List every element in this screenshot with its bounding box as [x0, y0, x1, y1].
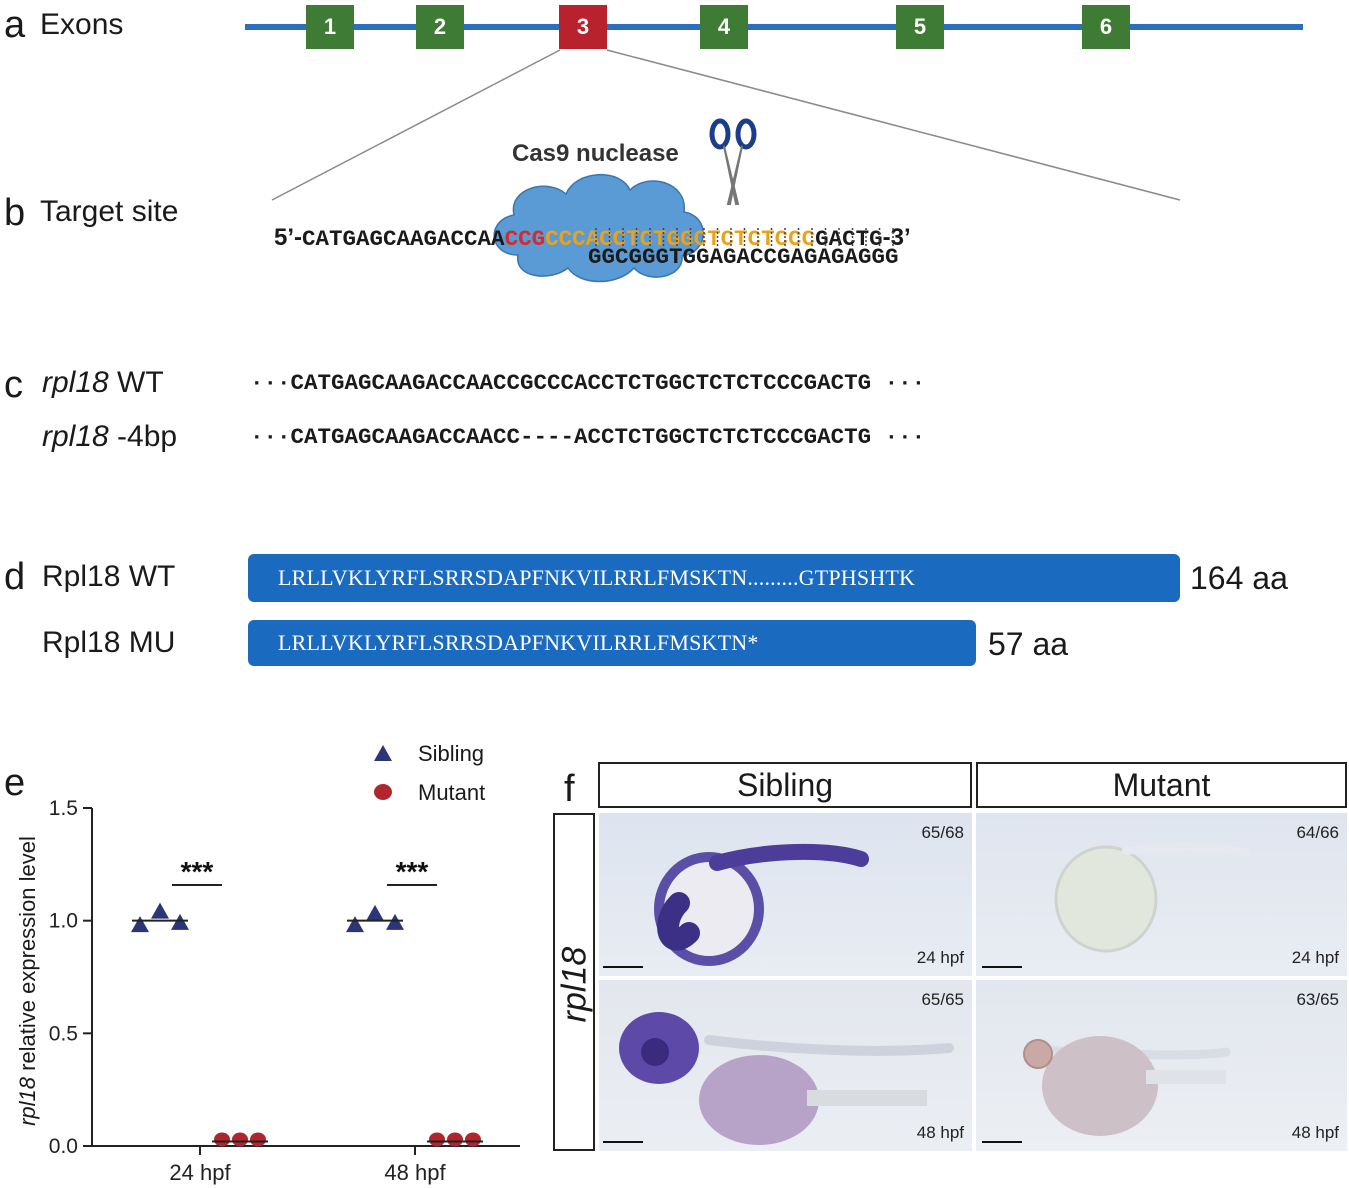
mutant-gene-name: rpl18: [42, 420, 109, 453]
wt-allele: WT: [108, 366, 164, 399]
three-prime: -3’: [882, 224, 911, 251]
exon-2: 2: [416, 5, 464, 49]
panel-f-letter: f: [564, 768, 575, 810]
expression-chart: 0.0 0.5 1.0 1.5 24 hpf 48 hpf *** ***: [49, 797, 520, 1185]
mutant-point: [214, 1132, 230, 1147]
mutant-point: [465, 1132, 481, 1147]
protein-mu-label: Rpl18 MU: [42, 626, 176, 659]
protein-mu-length: 57 aa: [988, 626, 1069, 662]
legend-sibling-marker: [374, 745, 392, 761]
panel-a-title: Exons: [40, 8, 124, 41]
mutant-allele: -4bp: [108, 420, 178, 453]
y-tick-label: 0.0: [49, 1135, 78, 1158]
basepair-ticks: [595, 228, 894, 246]
protein-wt-length: 164 aa: [1190, 560, 1288, 596]
scale-bar: [603, 1141, 643, 1143]
exon-4: 4: [700, 5, 748, 49]
complement-strand: GGCGGGTGGAGACCGAGAGAGGG: [588, 244, 899, 270]
exon-6: 6: [1082, 5, 1130, 49]
embryo-image-mutant-24hpf: 64/66 24 hpf: [976, 813, 1347, 976]
panel-d-letter: d: [4, 556, 26, 598]
seq-target: CCCACCTCTGGCTCTCTCCC: [545, 226, 816, 252]
embryo-image-mutant-48hpf: 63/65 48 hpf: [976, 980, 1347, 1151]
x-tick-label: 48 hpf: [384, 1160, 446, 1185]
target-top-strand: 5’-CATGAGCAAGACCAACCGCCCACCTCTGGCTCTCTCC…: [250, 202, 911, 275]
sibling-point: [171, 913, 189, 930]
exon-5: 5: [896, 5, 944, 49]
scale-bar: [603, 966, 643, 968]
protein-wt-bar: LRLLVKLYRFLSRRSDAPFNKVILRRLFMSKTN.......…: [248, 554, 1180, 602]
image-count: 65/65: [921, 990, 964, 1009]
mutant-point: [429, 1132, 445, 1147]
mutant-allele-label: rpl18 -4bp: [42, 422, 177, 452]
wt-sequence: ···CATGAGCAAGACCAACCGCCCACCTCTGGCTCTCTCC…: [250, 370, 926, 396]
mutant-sequence: ···CATGAGCAAGACCAACC----ACCTCTGGCTCTCTCC…: [250, 424, 926, 450]
panel-b-letter: b: [4, 192, 26, 234]
legend-mutant-marker: [374, 784, 392, 800]
exon-1: 1: [306, 5, 354, 49]
scale-bar: [982, 966, 1022, 968]
legend-mutant-label: Mutant: [418, 780, 486, 805]
seq-pam: CCG: [504, 226, 546, 252]
image-stage: 48 hpf: [916, 1123, 964, 1142]
sibling-point: [131, 916, 149, 933]
column-header-mutant: Mutant: [976, 762, 1347, 808]
panel-b-title: Target site: [40, 195, 179, 228]
sibling-point: [366, 904, 384, 921]
y-tick-label: 1.5: [49, 797, 78, 820]
sibling-point: [386, 913, 404, 930]
row-label: rpl18: [555, 946, 594, 1023]
embryo-image-sibling-24hpf: 65/68 24 hpf: [599, 813, 972, 976]
exon-track: 1 2 3 4 5 6: [0, 0, 1349, 60]
panel-a-letter: a: [4, 4, 26, 46]
y-tick-label: 1.0: [49, 910, 78, 933]
exon-3-target: 3: [559, 5, 607, 49]
significance-stars: ***: [181, 856, 214, 887]
protein-wt-label: Rpl18 WT: [42, 560, 176, 593]
sibling-point: [151, 902, 169, 919]
image-count: 64/66: [1296, 823, 1339, 842]
scale-bar: [982, 1141, 1022, 1143]
image-count: 65/68: [921, 823, 964, 842]
panel-e-letter: e: [4, 762, 26, 804]
mutant-point: [250, 1132, 266, 1147]
column-header-sibling: Sibling: [598, 762, 972, 808]
image-stage: 48 hpf: [1291, 1123, 1339, 1142]
seq-part1: CATGAGCAAGACCAA: [302, 226, 505, 252]
significance-stars: ***: [396, 856, 429, 887]
protein-mu-bar: LRLLVKLYRFLSRRSDAPFNKVILRRLFMSKTN*: [248, 620, 976, 666]
five-prime: 5’-: [274, 224, 303, 251]
panel-c-letter: c: [4, 364, 23, 406]
image-stage: 24 hpf: [916, 948, 964, 967]
cas9-cloud-icon: [493, 174, 704, 283]
y-tick-label: 0.5: [49, 1022, 78, 1045]
legend-sibling-label: Sibling: [418, 741, 485, 766]
mutant-point: [232, 1132, 248, 1147]
image-count: 63/65: [1296, 990, 1339, 1009]
row-label-box: rpl18: [553, 813, 595, 1151]
scissors-icon: [709, 118, 757, 205]
mutant-point: [447, 1132, 463, 1147]
x-tick-label: 24 hpf: [169, 1160, 231, 1185]
zoom-lines: [271, 49, 1181, 201]
sibling-point: [346, 916, 364, 933]
cas9-label: Cas9 nuclease: [512, 140, 679, 167]
wt-gene-name: rpl18: [42, 366, 109, 399]
gene-line: [245, 24, 1303, 30]
image-stage: 24 hpf: [1291, 948, 1339, 967]
embryo-image-sibling-48hpf: 65/65 48 hpf: [599, 980, 972, 1151]
wt-allele-label: rpl18 WT: [42, 368, 164, 398]
